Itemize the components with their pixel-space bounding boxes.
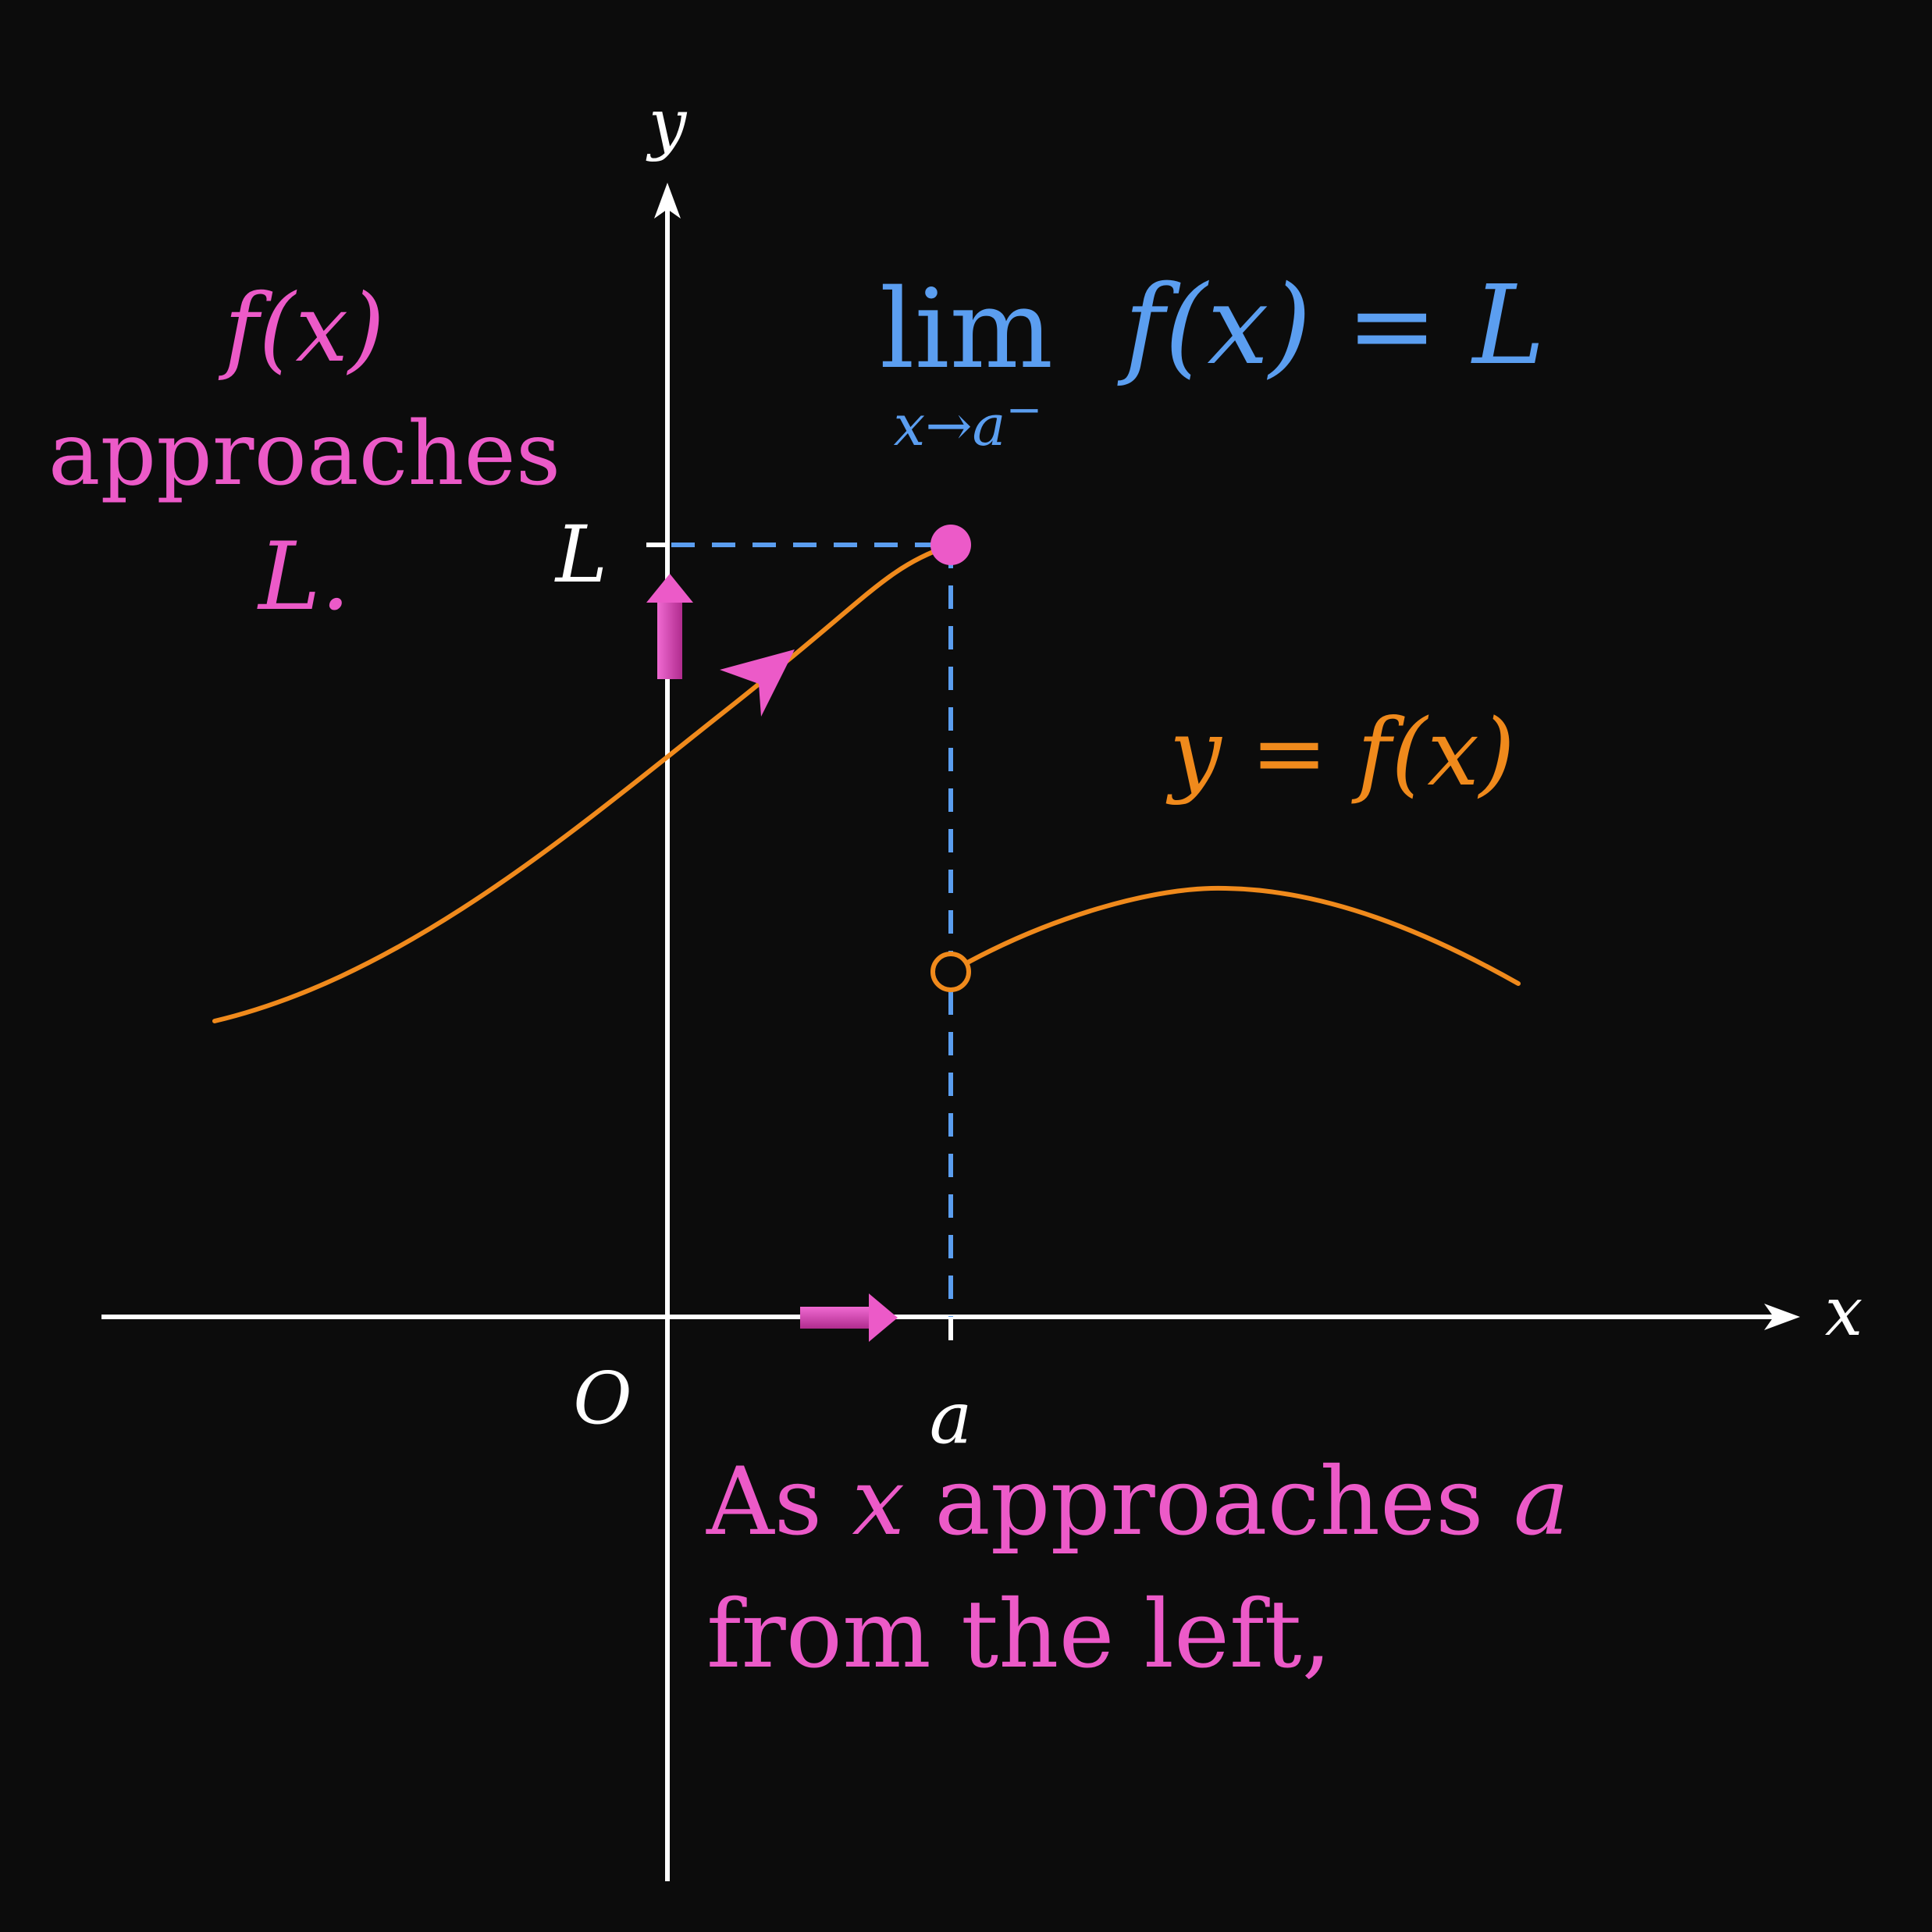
curve-right-branch: [948, 885, 1521, 986]
guide-lines: [671, 543, 953, 1317]
L-label: L: [554, 509, 607, 600]
x-axis-arrow-icon: [1764, 1304, 1800, 1330]
lim-subscript-arrow: →: [925, 393, 972, 458]
lim-subscript-a: a: [973, 393, 1006, 458]
x-axis-label: x: [1825, 1273, 1863, 1351]
annotation-bottom-line2: from the left,: [706, 1581, 1332, 1689]
point-open-icon: [930, 952, 971, 992]
lim-subscript-x: x: [894, 393, 926, 458]
annotation-left: f(x) approaches L.: [48, 275, 561, 632]
point-closed-icon: [930, 525, 971, 565]
lim-function: f(x) = L: [1117, 262, 1545, 390]
y-axis-arrow-icon: [654, 183, 681, 219]
annotation-bottom-x: x: [852, 1448, 905, 1557]
arrow-up-icon: [646, 574, 693, 679]
curve-left-branch: [212, 543, 953, 1023]
a-label: a: [930, 1376, 973, 1460]
lim-subscript-minus: −: [1005, 385, 1042, 436]
lim-operator: lim: [880, 266, 1053, 393]
annotation-bottom-as: As: [706, 1448, 852, 1557]
annotation-left-line1: f(x): [218, 275, 385, 383]
annotation-bottom: As x approaches a from the left,: [706, 1448, 1569, 1689]
lim-subscript: x→a−: [894, 385, 1043, 458]
annotation-left-line3: L.: [257, 523, 350, 632]
y-axis-label: y: [646, 85, 688, 163]
annotation-bottom-a: a: [1514, 1448, 1570, 1557]
origin-label: O: [573, 1357, 632, 1440]
annotation-bottom-line1: As x approaches a: [706, 1448, 1569, 1557]
annotation-bottom-approaches: approaches: [905, 1448, 1514, 1557]
limit-expression: lim x→a− f(x) = L: [880, 262, 1545, 458]
curve-direction-arrow-icon: [720, 649, 795, 717]
annotation-left-line2: approaches: [48, 404, 561, 505]
axes: [101, 183, 1800, 1881]
arrow-right-icon: [800, 1293, 898, 1342]
curve-label: y = f(x): [1165, 699, 1515, 806]
